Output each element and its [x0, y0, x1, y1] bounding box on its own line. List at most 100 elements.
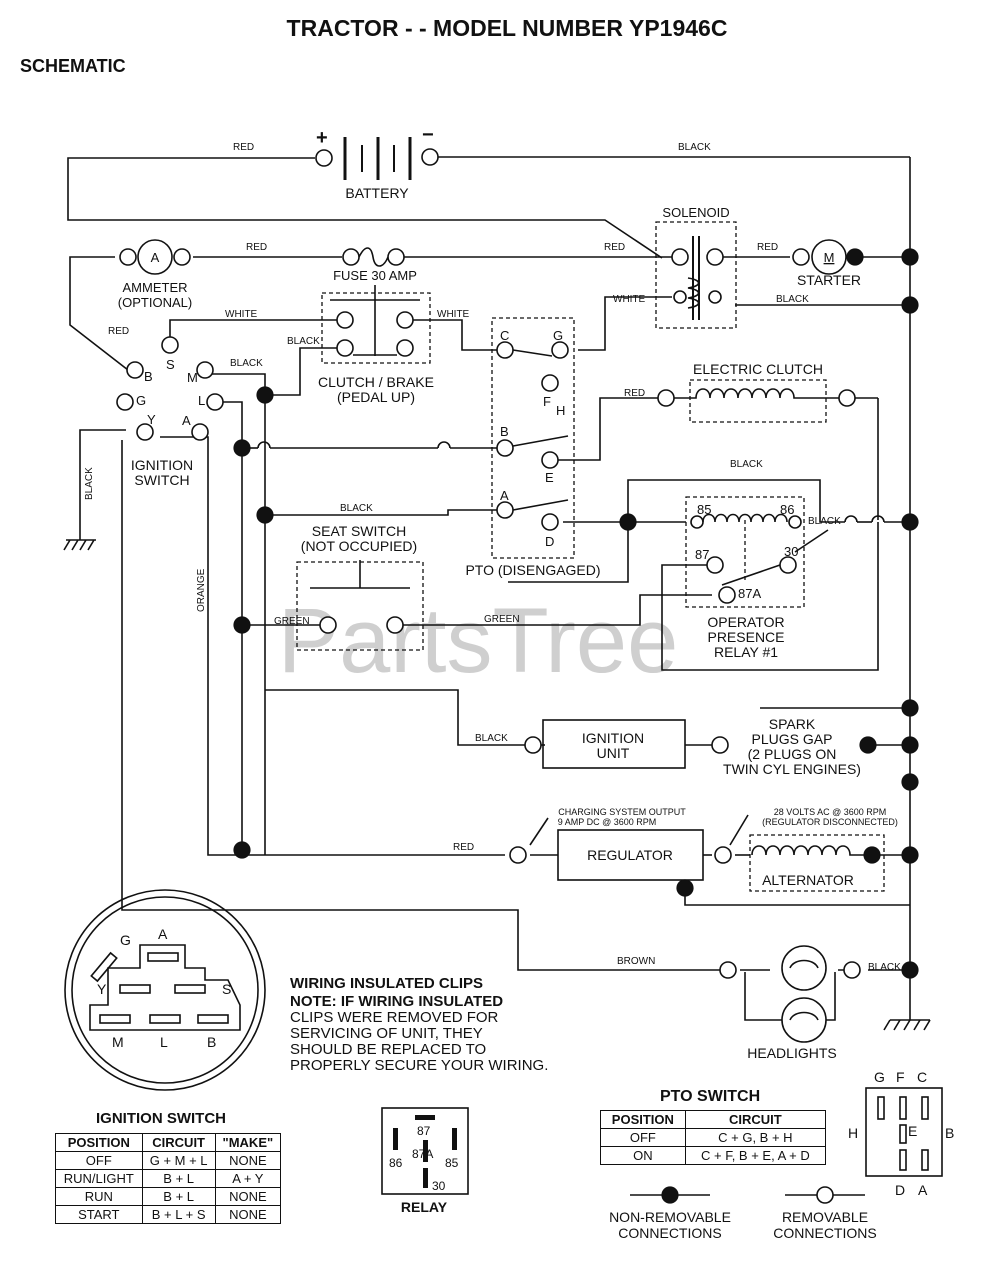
ign-terminal-m: M	[187, 370, 198, 385]
ignition-switch: S B M G L Y A IGNITION SWITCH	[116, 336, 224, 488]
relay-terminal-86: 86	[780, 502, 794, 517]
regulator-alternator: REGULATOR ALTERNATOR CHARGING SYSTEM OUT…	[509, 807, 898, 892]
page-subtitle: SCHEMATIC	[20, 56, 126, 76]
junctions	[233, 248, 919, 979]
table-row: START B + L + S NONE	[55, 1205, 282, 1224]
operator-presence-relay: 85 86 87 30 87A OPERATOR PRESENCE RELAY …	[685, 496, 805, 660]
seat-switch-label-2: (NOT OCCUPIED)	[301, 538, 417, 554]
wire-label-black: BLACK	[84, 467, 95, 500]
pto-switch-face: G F C H E B D A	[848, 1069, 954, 1198]
relay-pin-30: 30	[432, 1179, 446, 1193]
table-cell: NONE	[214, 1151, 282, 1170]
ign-face-s: S	[222, 981, 231, 997]
note-line-2: CLIPS WERE REMOVED FOR	[290, 1009, 499, 1026]
fuse-label: FUSE 30 AMP	[333, 268, 417, 283]
ign-face-b: B	[207, 1034, 216, 1050]
table-cell: OFF	[55, 1151, 143, 1170]
ac-output-label: 28 VOLTS AC @ 3600 RPM	[774, 807, 887, 817]
wire-label-orange: ORANGE	[196, 568, 207, 612]
table-header: POSITION	[600, 1110, 686, 1129]
ac-output-label-2: (REGULATOR DISCONNECTED)	[762, 817, 898, 827]
ign-face-g: G	[120, 932, 131, 948]
wires	[63, 156, 931, 1031]
pto-face-e: E	[908, 1123, 917, 1139]
ign-face-m: M	[112, 1034, 124, 1050]
wire-label-black: BLACK	[287, 336, 320, 347]
regulator-label: REGULATOR	[587, 847, 673, 863]
table-cell: C + F, B + E, A + D	[684, 1146, 827, 1165]
clutch-brake-switch: CLUTCH / BRAKE (PEDAL UP)	[318, 285, 434, 405]
note-line-3: SERVICING OF UNIT, THEY	[290, 1025, 483, 1042]
ign-terminal-b: B	[144, 369, 153, 384]
headlights-label: HEADLIGHTS	[747, 1045, 836, 1061]
pto-terminal-e: E	[545, 470, 554, 485]
table-cell: START	[55, 1205, 143, 1224]
ign-terminal-l: L	[198, 393, 205, 408]
pto-switch: C G F H B E A D PTO (DISENGAGED)	[465, 317, 601, 578]
pto-terminal-g: G	[553, 328, 563, 343]
ignition-table-title: IGNITION SWITCH	[96, 1110, 226, 1127]
charging-output-label-2: 9 AMP DC @ 3600 RPM	[558, 817, 657, 827]
table-header: CIRCUIT	[684, 1110, 827, 1129]
relay-pin-diagram: 87 86 87A 85 30 RELAY	[381, 1107, 469, 1215]
spark-plug-label-4: TWIN CYL ENGINES)	[723, 761, 861, 777]
table-row: OFF G + M + L NONE	[55, 1151, 282, 1170]
ign-terminal-g: G	[136, 393, 146, 408]
wire-label-black: BLACK	[776, 294, 809, 305]
solenoid-label: SOLENOID	[662, 205, 729, 220]
table-header: CIRCUIT	[141, 1133, 216, 1152]
relay-terminal-87a: 87A	[738, 586, 761, 601]
seat-switch-label: SEAT SWITCH	[312, 523, 406, 539]
table-row: OFF C + G, B + H	[600, 1128, 827, 1147]
solenoid: SOLENOID	[655, 205, 737, 329]
ammeter: A AMMETER (OPTIONAL)	[118, 239, 192, 310]
pto-face-a: A	[918, 1182, 928, 1198]
clutch-brake-label-2: (PEDAL UP)	[337, 389, 415, 405]
ammeter-symbol: A	[151, 250, 160, 265]
ign-terminal-y: Y	[147, 412, 156, 427]
ign-face-y: Y	[97, 981, 107, 997]
headlights: HEADLIGHTS	[719, 945, 861, 1061]
pto-face-g: G	[874, 1069, 885, 1085]
pto-face-b: B	[945, 1125, 954, 1141]
pto-switch-table: POSITION CIRCUIT OFF C + G, B + H ON C +…	[600, 1110, 827, 1165]
wire-label-black: BLACK	[230, 358, 263, 369]
wire-label-black: BLACK	[678, 142, 711, 153]
table-cell: OFF	[600, 1128, 686, 1147]
pto-face-h: H	[848, 1125, 858, 1141]
ignition-unit-label: IGNITION	[582, 730, 644, 746]
ignition-unit-label-2: UNIT	[597, 745, 630, 761]
table-cell: G + M + L	[141, 1151, 216, 1170]
note-heading: WIRING INSULATED CLIPS	[290, 975, 483, 992]
relay-label-3: RELAY #1	[714, 644, 778, 660]
table-row: ON C + F, B + E, A + D	[600, 1146, 827, 1165]
non-removable-connection-symbol	[661, 1186, 679, 1204]
battery: + − BATTERY	[315, 124, 439, 201]
page-title: TRACTOR - - MODEL NUMBER YP1946C	[287, 15, 728, 41]
watermark: PartsTree	[278, 590, 678, 692]
wire-labels: RED BLACK RED RED RED BLACK WHITE WHITE …	[84, 142, 901, 973]
note-line-5: PROPERLY SECURE YOUR WIRING.	[290, 1057, 548, 1074]
ignition-switch-label: IGNITION	[131, 457, 193, 473]
wire-label-black: BLACK	[475, 733, 508, 744]
ign-terminal-a: A	[182, 413, 191, 428]
table-header: POSITION	[55, 1133, 143, 1152]
table-cell: RUN	[55, 1187, 143, 1206]
legend-nonremovable-2: CONNECTIONS	[618, 1225, 721, 1241]
relay-pin-86: 86	[389, 1156, 403, 1170]
ignition-switch-label-2: SWITCH	[134, 472, 189, 488]
table-cell: ON	[600, 1146, 686, 1165]
wire-label-black: BLACK	[730, 459, 763, 470]
relay-terminal-30: 30	[784, 544, 798, 559]
pto-table-title: PTO SWITCH	[660, 1088, 761, 1105]
wire-label-red: RED	[233, 142, 254, 153]
electric-clutch-label: ELECTRIC CLUTCH	[693, 361, 823, 377]
pto-terminal-h: H	[556, 403, 565, 418]
relay-pin-87: 87	[417, 1124, 431, 1138]
pto-terminal-b: B	[500, 424, 509, 439]
table-cell: C + G, B + H	[684, 1128, 827, 1147]
clutch-brake-label: CLUTCH / BRAKE	[318, 374, 434, 390]
pto-label: PTO (DISENGAGED)	[465, 562, 600, 578]
wire-label-black: BLACK	[340, 503, 373, 514]
